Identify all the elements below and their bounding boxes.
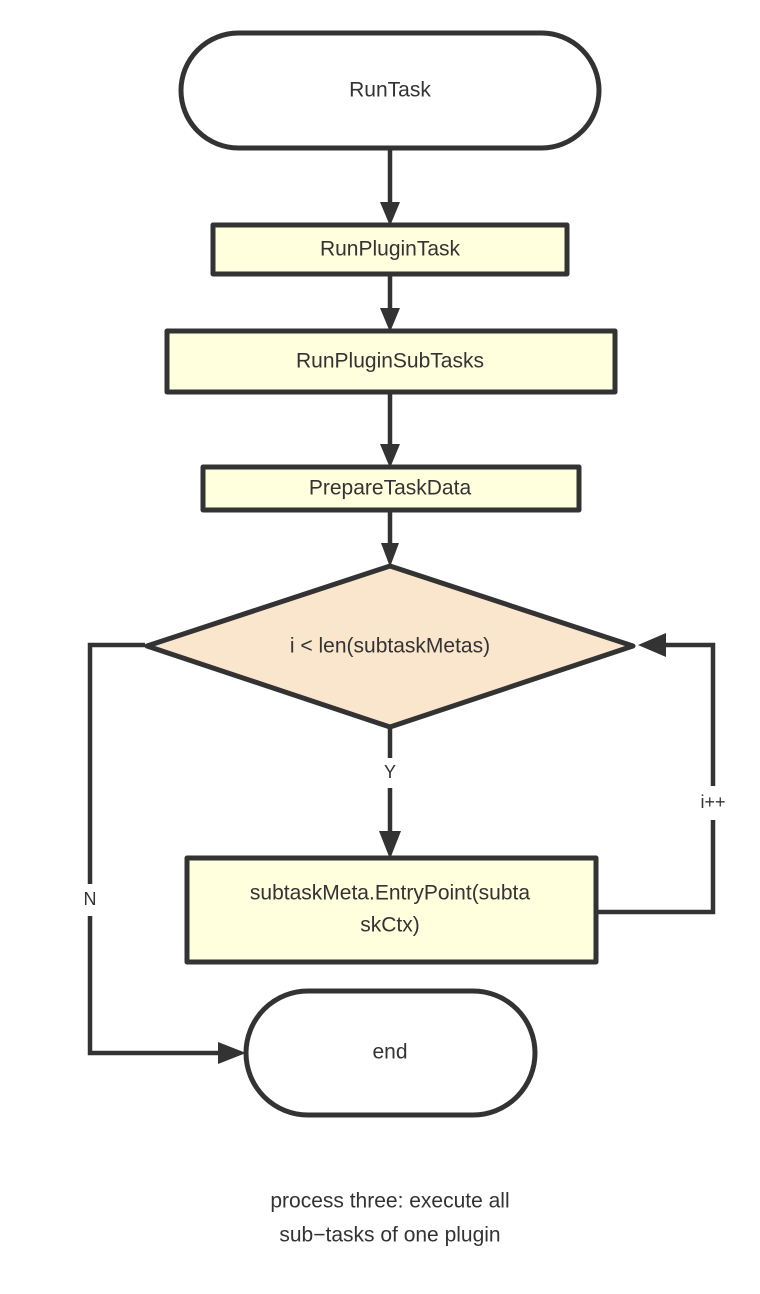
node-prepare-task-data[interactable]: PrepareTaskData — [200, 464, 582, 513]
prepare-task-data-label: PrepareTaskData — [309, 477, 472, 500]
edge-run-task-to-run-plugin-task — [380, 148, 400, 226]
caption-line-2: sub−tasks of one plugin — [279, 1224, 500, 1247]
edge-label-yes-text: Y — [384, 762, 396, 782]
end-shape — [243, 988, 538, 1118]
run-plugin-task-shape — [210, 222, 570, 277]
subtask-entry-point-label-line2: skCtx) — [360, 914, 420, 937]
edge-label-no: N — [77, 886, 103, 914]
edge-run-plugin-sub-tasks-to-prepare-task-data — [380, 392, 400, 468]
loop-condition-label: i < len(subtaskMetas) — [290, 635, 490, 658]
node-end[interactable]: end — [243, 988, 538, 1118]
edge-label-increment-text: i++ — [700, 792, 725, 812]
caption-line-1: process three: execute all — [270, 1190, 509, 1213]
run-plugin-task-label: RunPluginTask — [320, 238, 461, 261]
edge-run-plugin-task-to-run-plugin-sub-tasks — [380, 274, 400, 332]
node-run-task[interactable]: RunTask — [178, 30, 602, 151]
run-plugin-sub-tasks-label: RunPluginSubTasks — [296, 350, 484, 373]
edge-label-increment: i++ — [690, 788, 736, 818]
end-label: end — [372, 1041, 407, 1064]
run-task-shape — [178, 30, 602, 151]
edge-loop-condition-to-end — [87, 642, 246, 1064]
node-loop-condition[interactable]: i < len(subtaskMetas) — [144, 563, 636, 730]
edge-label-no-text: N — [84, 889, 97, 909]
run-task-label: RunTask — [349, 79, 431, 102]
edge-label-yes: Y — [377, 760, 403, 786]
edge-prepare-task-data-to-loop-condition — [381, 510, 399, 567]
subtask-entry-point-label-line1: subtaskMeta.EntryPoint(subta — [250, 882, 530, 905]
run-plugin-sub-tasks-shape — [164, 328, 618, 395]
edge-loop-condition-to-subtask-entry-point — [379, 728, 401, 859]
loop-condition-shape — [144, 563, 636, 730]
edge-subtask-entry-point-to-loop-condition — [596, 633, 716, 915]
subtask-entry-point-shape — [184, 855, 599, 965]
prepare-task-data-shape — [200, 464, 582, 513]
node-subtask-entry-point[interactable]: subtaskMeta.EntryPoint(subta skCtx) — [184, 855, 599, 965]
diagram-caption: process three: execute all sub−tasks of … — [270, 1190, 509, 1247]
node-run-plugin-task[interactable]: RunPluginTask — [210, 222, 570, 277]
node-run-plugin-sub-tasks[interactable]: RunPluginSubTasks — [164, 328, 618, 395]
